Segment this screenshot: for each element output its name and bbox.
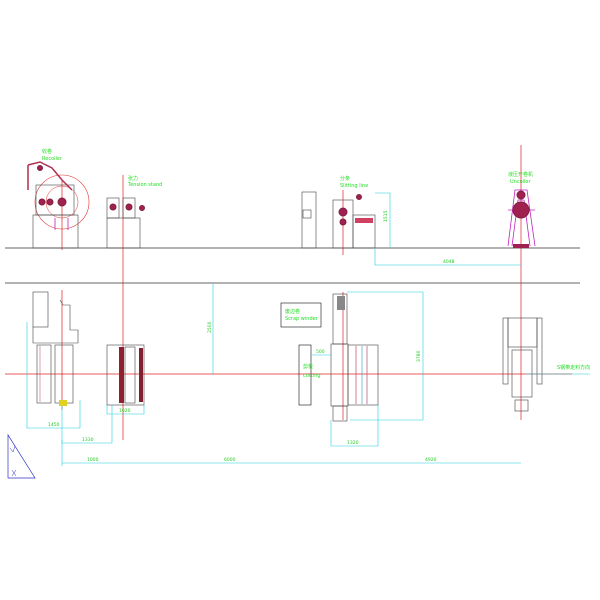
dim-4048	[374, 248, 521, 266]
dim-500-text: 500	[316, 349, 325, 355]
view-triangle-icon	[7, 433, 36, 479]
cutting-label: cutting	[303, 373, 321, 379]
dim-1330-text: 1330	[82, 437, 94, 443]
recoiler-label: Recoiler	[42, 156, 63, 162]
uncoiler-label: Uncoiler	[510, 179, 531, 185]
dim-4920-text: 4920	[425, 457, 437, 463]
dim-1330	[61, 405, 113, 444]
cutting-table	[298, 344, 312, 406]
uncoiler-label-cn: 液压开卷机	[508, 171, 533, 178]
scrap-label-cn: 废边卷	[285, 308, 300, 315]
slitting-line-plan	[330, 293, 379, 422]
dim-3780-text: 3780	[416, 350, 422, 362]
uncoiler-front	[507, 189, 536, 248]
dim-1020-text: 1020	[119, 408, 131, 414]
recoiler-label-cn: 收卷	[42, 148, 52, 155]
uncoiler-plan	[502, 317, 543, 412]
scrap-label: Scrap winder	[285, 316, 319, 322]
scrap-winder-box	[280, 302, 322, 328]
dim-1000-text: 1000	[87, 457, 99, 463]
dim-1320-text: 1320	[347, 440, 359, 446]
dim-1450	[26, 322, 81, 429]
dim-1320	[330, 405, 379, 447]
slitting-label-cn: 分条	[340, 175, 350, 182]
dim-1450-text: 1450	[48, 422, 60, 428]
slitting-label: Slitting line	[340, 183, 368, 189]
dim-1515	[375, 192, 391, 248]
recoiler-plan	[32, 291, 79, 406]
dim-6000-text: 6000	[224, 457, 236, 463]
cutting-label-cn: 剪板	[303, 363, 313, 370]
recoiler-front	[27, 161, 90, 249]
dim-3780	[347, 291, 424, 421]
centerlines	[5, 145, 572, 440]
direction-label: S钢带走料方向	[557, 364, 590, 371]
slitting-line-front	[301, 191, 376, 249]
tension-stand-plan	[106, 344, 145, 406]
tension-stand-front	[106, 197, 145, 249]
dim-4048-text: 4048	[443, 259, 455, 265]
dim-1020	[106, 405, 145, 415]
dim-1515-text: 1515	[383, 210, 389, 222]
dim-2500-text: 2500	[207, 321, 213, 333]
tension-label-cn: 张力	[128, 175, 138, 182]
tension-label: Tension stand	[127, 182, 162, 188]
